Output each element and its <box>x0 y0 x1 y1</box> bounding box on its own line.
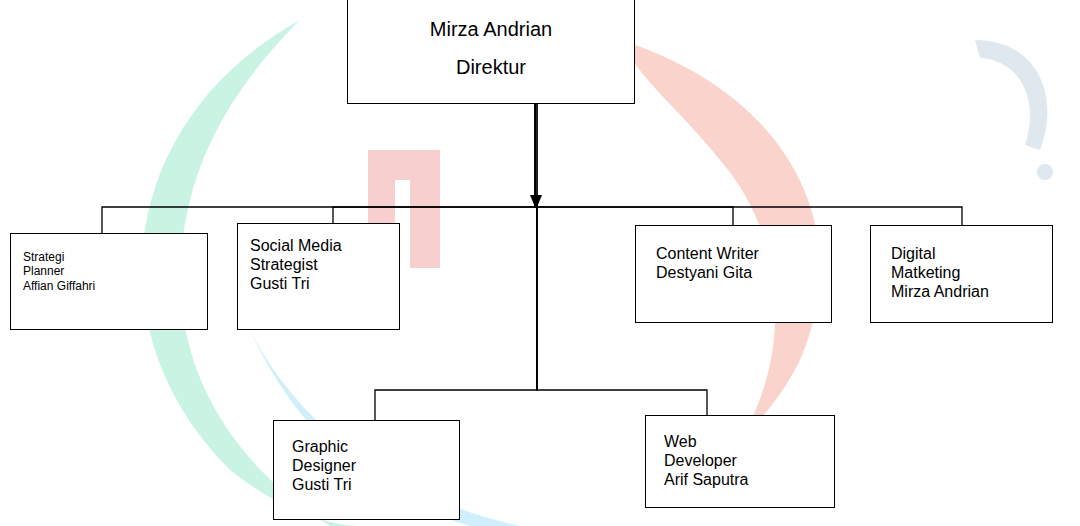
org-connector-stem <box>536 207 537 390</box>
org-connector-stem <box>536 207 537 390</box>
role-box: Graphic DesignerGusti Tri <box>273 420 460 520</box>
watermark-letter <box>975 40 1047 150</box>
role-box: Web DeveloperArif Saputra <box>645 415 835 508</box>
role-title: Direktur <box>358 55 624 79</box>
role-box: Social Media StrategistGusti Tri <box>237 223 400 330</box>
org-connector <box>102 104 535 233</box>
person-name: Mirza Andrian <box>358 17 624 41</box>
watermark-arc <box>250 330 520 526</box>
org-connector <box>333 104 535 223</box>
watermark-dot <box>1037 164 1053 180</box>
role-title: Digital Matketing <box>891 244 961 282</box>
person-name: Arif Saputra <box>664 470 816 489</box>
role-title: Content Writer <box>656 244 811 263</box>
role-box: Content WriterDestyani Gita <box>635 225 832 323</box>
role-title: Social Media Strategist <box>250 236 350 274</box>
person-name: Gusti Tri <box>250 274 387 293</box>
role-title: Web Developer <box>664 432 744 470</box>
role-title: Graphic Designer <box>292 437 372 475</box>
person-name: Mirza Andrian <box>891 282 1032 301</box>
org-connector <box>535 104 962 225</box>
role-box: Strategi PlannerAffian Giffahri <box>10 233 208 330</box>
role-box: Digital MatketingMirza Andrian <box>870 225 1053 323</box>
person-name: Affian Giffahri <box>23 279 195 293</box>
person-name: Gusti Tri <box>292 475 441 494</box>
role-title: Strategi Planner <box>23 250 80 279</box>
person-name: Destyani Gita <box>656 263 811 282</box>
director-box: Mirza AndrianDirektur <box>347 0 635 104</box>
